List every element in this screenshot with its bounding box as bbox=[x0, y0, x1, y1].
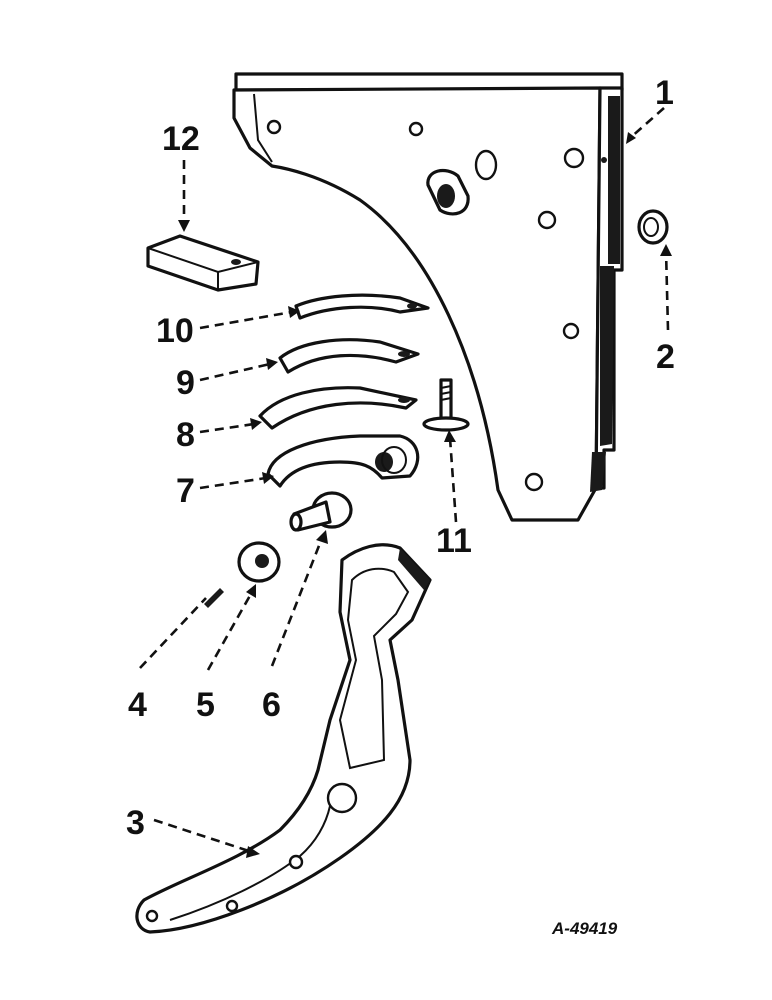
leader-2 bbox=[664, 249, 670, 331]
part-6-stud bbox=[289, 491, 353, 532]
leader-6 bbox=[270, 537, 324, 667]
leader-7 bbox=[199, 476, 267, 490]
label-6: 6 bbox=[262, 686, 281, 724]
label-2: 2 bbox=[656, 338, 675, 376]
part-11-bolt bbox=[422, 378, 470, 432]
leader-3 bbox=[153, 818, 253, 854]
label-10: 10 bbox=[156, 312, 194, 350]
label-9: 9 bbox=[176, 364, 195, 402]
reference-code: A-49419 bbox=[551, 919, 618, 938]
part-8-spring bbox=[258, 386, 418, 430]
label-3: 3 bbox=[126, 804, 145, 842]
leader-10 bbox=[199, 310, 293, 330]
part-10-spring bbox=[294, 293, 430, 320]
label-12: 12 bbox=[162, 120, 200, 158]
part-3-lever bbox=[135, 543, 432, 934]
leader-11 bbox=[448, 437, 458, 523]
label-8: 8 bbox=[176, 416, 195, 454]
label-4: 4 bbox=[128, 686, 147, 724]
part-9-spring bbox=[278, 338, 420, 374]
leader-9 bbox=[199, 362, 271, 382]
leader-5 bbox=[206, 591, 254, 671]
label-5: 5 bbox=[196, 686, 215, 724]
leader-lines bbox=[139, 107, 672, 858]
label-1: 1 bbox=[655, 74, 674, 112]
part-1-bracket bbox=[232, 72, 624, 522]
label-11: 11 bbox=[436, 522, 472, 560]
leader-8 bbox=[199, 422, 255, 434]
part-5-washer bbox=[237, 541, 281, 583]
label-7: 7 bbox=[176, 472, 195, 510]
leader-1 bbox=[629, 107, 665, 139]
leader-4 bbox=[139, 597, 207, 669]
part-7-latch bbox=[266, 434, 420, 488]
part-labels: 1 2 3 4 5 6 7 8 9 10 11 12 bbox=[126, 74, 675, 842]
part-12-block bbox=[146, 234, 260, 292]
part-2-bushing bbox=[637, 209, 669, 245]
